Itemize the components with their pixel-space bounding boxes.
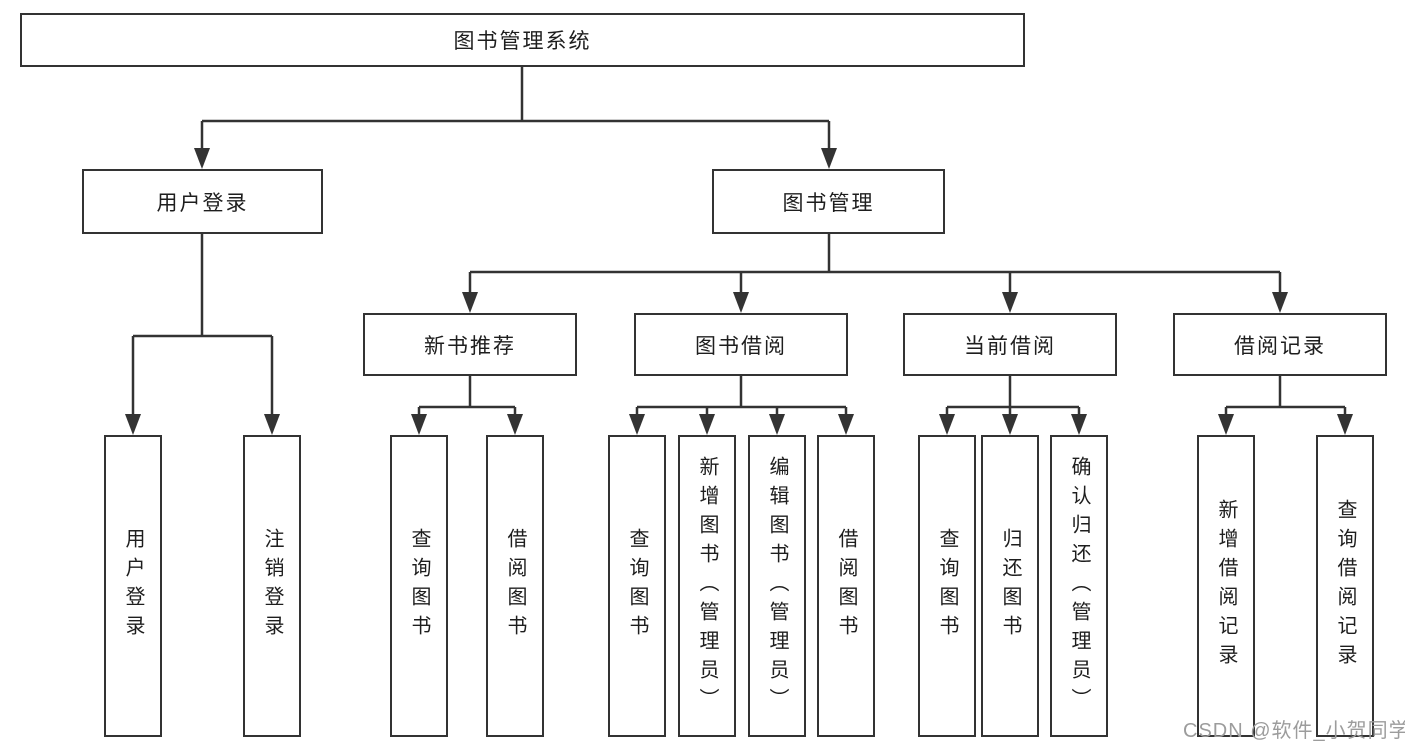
leaf-query-books-current: 查询图书 (918, 435, 976, 737)
node-label: 新增图书（管理员） (696, 455, 718, 717)
node-current-borrowing: 当前借阅 (903, 313, 1117, 376)
leaf-query-books-recommend: 查询图书 (390, 435, 448, 737)
arrow-down-icon (699, 414, 715, 435)
node-label: 借阅图书 (835, 528, 857, 644)
arrow-down-icon (1002, 414, 1018, 435)
leaf-add-borrow-record: 新增借阅记录 (1197, 435, 1255, 737)
connector-login-to-leaves (125, 234, 280, 435)
csdn-watermark: CSDN @软件_小贺同学 (1183, 720, 1405, 742)
node-label: 用户登录 (122, 528, 144, 644)
node-label: 注销登录 (261, 528, 283, 644)
leaf-borrow-books-recommend: 借阅图书 (486, 435, 544, 737)
arrow-down-icon (462, 292, 478, 313)
leaf-query-books-borrow: 查询图书 (608, 435, 666, 737)
arrow-down-icon (1002, 292, 1018, 313)
node-label: 用户登录 (156, 191, 249, 215)
arrow-down-icon (821, 148, 837, 169)
node-label: 新增借阅记录 (1215, 499, 1237, 673)
leaf-logout: 注销登录 (243, 435, 301, 737)
node-book-borrowing: 图书借阅 (634, 313, 848, 376)
connector-current-to-leaves (939, 376, 1087, 435)
connector-mgmt-to-level3 (462, 234, 1288, 313)
node-user-login: 用户登录 (82, 169, 323, 234)
node-label: 新书推荐 (424, 334, 516, 358)
node-label: 查询借阅记录 (1334, 499, 1356, 673)
leaf-add-books-admin: 新增图书（管理员） (678, 435, 736, 737)
arrow-down-icon (1337, 414, 1353, 435)
node-label: 归还图书 (999, 528, 1021, 644)
arrow-down-icon (769, 414, 785, 435)
arrow-down-icon (1218, 414, 1234, 435)
arrow-down-icon (125, 414, 141, 435)
node-label: 借阅记录 (1234, 334, 1326, 358)
node-label: 当前借阅 (964, 334, 1056, 358)
arrow-down-icon (629, 414, 645, 435)
arrow-down-icon (194, 148, 210, 169)
node-label: 借阅图书 (504, 528, 526, 644)
leaf-user-login: 用户登录 (104, 435, 162, 737)
arrow-down-icon (507, 414, 523, 435)
node-label: 查询图书 (626, 528, 648, 644)
leaf-confirm-return-admin: 确认归还（管理员） (1050, 435, 1108, 737)
node-label: 查询图书 (408, 528, 430, 644)
arrow-down-icon (264, 414, 280, 435)
node-label: 查询图书 (936, 528, 958, 644)
connector-root-to-level2 (194, 67, 837, 169)
node-label: 图书借阅 (695, 334, 787, 358)
node-label: 图书管理 (782, 191, 875, 215)
node-library-management-system: 图书管理系统 (20, 13, 1025, 67)
leaf-return-books: 归还图书 (981, 435, 1039, 737)
connector-records-to-leaves (1218, 376, 1353, 435)
node-label: 图书管理系统 (453, 30, 592, 53)
arrow-down-icon (939, 414, 955, 435)
connector-recommend-to-leaves (411, 376, 523, 435)
leaf-edit-books-admin: 编辑图书（管理员） (748, 435, 806, 737)
arrow-down-icon (1272, 292, 1288, 313)
arrow-down-icon (1071, 414, 1087, 435)
arrow-down-icon (411, 414, 427, 435)
node-label: 编辑图书（管理员） (766, 455, 788, 717)
node-book-management: 图书管理 (712, 169, 945, 234)
arrow-down-icon (838, 414, 854, 435)
arrow-down-icon (733, 292, 749, 313)
node-label: 确认归还（管理员） (1068, 455, 1090, 717)
leaf-query-borrow-record: 查询借阅记录 (1316, 435, 1374, 737)
node-new-book-recommend: 新书推荐 (363, 313, 577, 376)
node-borrowing-records: 借阅记录 (1173, 313, 1387, 376)
leaf-borrow-books: 借阅图书 (817, 435, 875, 737)
connector-borrow-to-leaves (629, 376, 854, 435)
